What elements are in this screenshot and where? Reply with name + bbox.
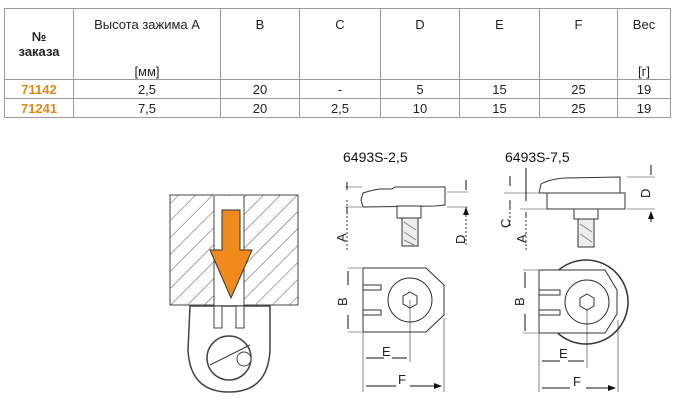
application-illustration [169, 194, 299, 393]
drawing-6493s-2-5: 6493S-2,5 A D B E F [334, 149, 468, 392]
header-weight: Вес[г] [617, 8, 671, 80]
spec-table: № заказа Высота зажима A[мм] B C D E F В… [4, 8, 671, 118]
cell-b: 20 [220, 98, 300, 118]
header-b: B [220, 8, 300, 80]
svg-text:F: F [573, 374, 581, 389]
cell-a: 7,5 [73, 98, 221, 118]
header-d: D [380, 8, 460, 80]
cell-weight: 19 [617, 98, 671, 118]
force-arrow-icon [209, 209, 253, 300]
header-order-no: № заказа [4, 8, 74, 80]
table-header-row: № заказа Высота зажима A[мм] B C D E F В… [4, 8, 671, 80]
svg-text:E: E [559, 346, 568, 361]
svg-text:D: D [638, 189, 653, 198]
svg-text:A: A [514, 234, 529, 243]
svg-text:C: C [498, 219, 513, 228]
model-title-left: 6493S-2,5 [343, 149, 408, 165]
svg-text:F: F [398, 372, 406, 387]
drawing-6493s-7-5: 6493S-7,5 C A D B E F [498, 149, 655, 392]
table-row: 71241 7,5 20 2,5 10 15 25 19 [4, 98, 671, 118]
order-number: 71241 [4, 98, 74, 118]
svg-text:E: E [382, 344, 391, 359]
cell-e: 15 [459, 98, 540, 118]
svg-text:A: A [334, 233, 349, 242]
header-f: F [539, 8, 618, 80]
header-c: C [299, 8, 381, 80]
cell-f: 25 [539, 98, 618, 118]
cell-c: 2,5 [299, 98, 381, 118]
cell-b: 20 [220, 79, 300, 99]
cell-d: 10 [380, 98, 460, 118]
svg-text:D: D [453, 235, 468, 244]
header-clamp-height: Высота зажима A[мм] [73, 8, 221, 80]
svg-text:B: B [335, 297, 350, 306]
svg-text:B: B [512, 297, 527, 306]
cell-weight: 19 [617, 79, 671, 99]
model-title-right: 6493S-7,5 [505, 149, 570, 165]
